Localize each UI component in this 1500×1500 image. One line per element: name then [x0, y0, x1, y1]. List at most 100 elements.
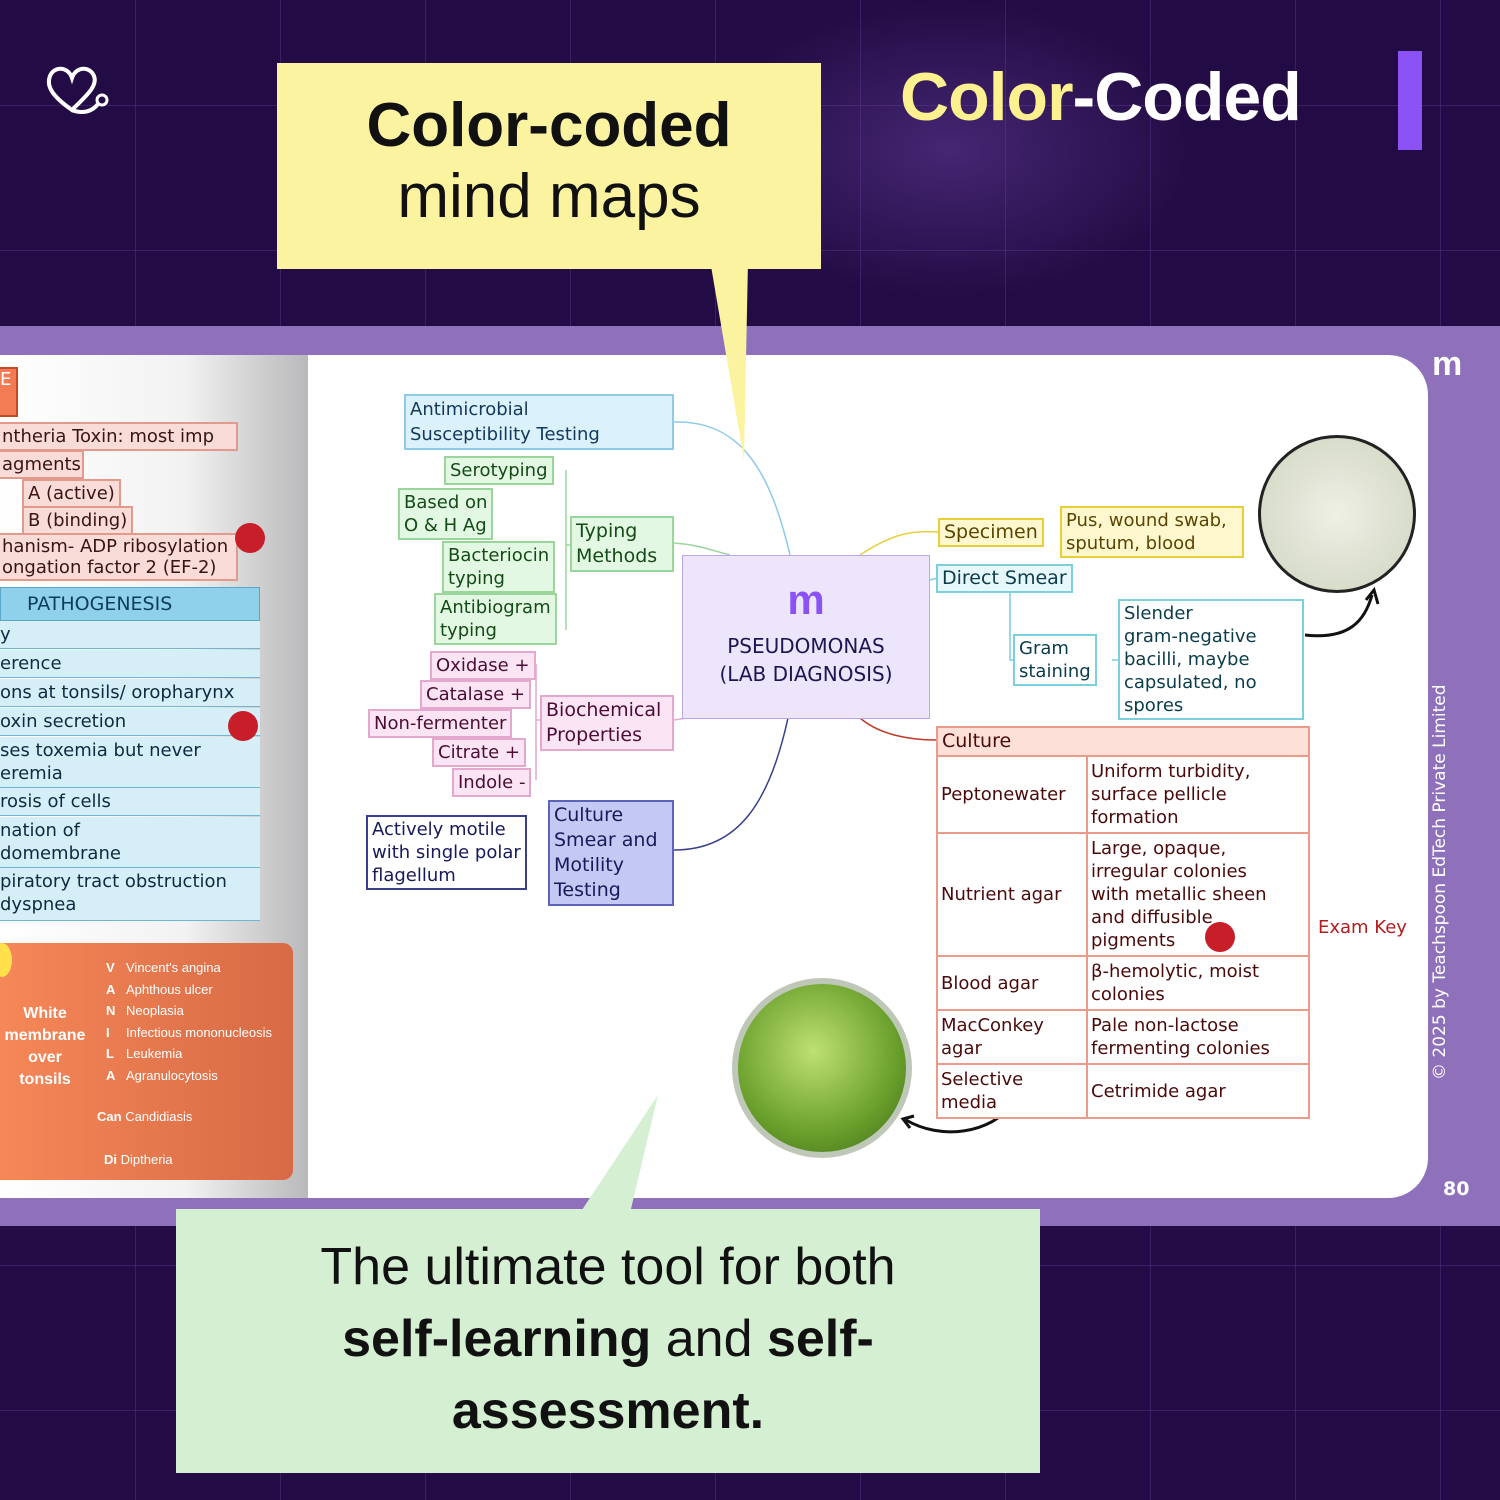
term: Candidiasis: [125, 1109, 193, 1124]
microscope-image-bacilli: [1258, 435, 1416, 593]
mnemonic-item: A Aphthous ulcer: [106, 979, 272, 1001]
heading-part2: -Coded: [1072, 59, 1302, 135]
row-line: dyspnea: [0, 894, 77, 915]
pushpin-icon: [235, 523, 265, 553]
mnemonic-can: Can Candidiasis: [97, 1109, 192, 1124]
bold-text: self-learning: [342, 1310, 652, 1368]
callout-bottom-line2: self-learning and self-: [176, 1303, 1040, 1375]
mnemonic-item: I Infectious mononucleosis: [106, 1022, 272, 1044]
node-motility: Culture Smear and Motility Testing: [548, 800, 674, 906]
callout-top-line1: Color-coded: [366, 91, 732, 160]
mnemonic-di: Di Diptheria: [104, 1152, 173, 1167]
typing-item: Bacteriocin typing: [442, 541, 556, 593]
biochem-item: Indole -: [452, 768, 532, 797]
callout-top-line2: mind maps: [397, 162, 701, 231]
medical-logo-icon: m: [787, 576, 825, 623]
node-biochem: Biochemical Properties: [540, 695, 674, 751]
culture-medium: MacConkey agar: [936, 1009, 1088, 1065]
culture-medium: Blood agar: [936, 955, 1088, 1011]
callout-top: Color-coded mind maps: [277, 63, 821, 269]
biochem-item: Catalase +: [420, 680, 531, 709]
typing-item: Serotyping: [444, 456, 554, 485]
toxin-item: ongation factor 2 (EF-2): [2, 557, 217, 578]
callout-bottom: The ultimate tool for both self-learning…: [176, 1209, 1040, 1473]
callout-top-pointer: [710, 260, 748, 460]
biochem-item: Non-fermenter: [368, 709, 513, 738]
motility-detail: Actively motile with single polar flagel…: [366, 815, 527, 890]
letter: A: [106, 1067, 116, 1083]
toxin-item: agments: [0, 450, 84, 479]
specimen-detail: Pus, wound swab, sputum, blood: [1060, 506, 1244, 558]
brand-logo-icon: m: [1432, 345, 1463, 383]
term: Infectious mononucleosis: [126, 1024, 272, 1040]
culture-medium: Peptonewater: [936, 755, 1088, 834]
callout-bottom-pointer: [580, 1095, 658, 1213]
copyright: © 2025 by Teachspoon EdTech Private Limi…: [1430, 684, 1450, 1080]
toxin-item: A (active): [22, 479, 121, 508]
culture-result: Uniform turbidity, surface pellicle form…: [1086, 755, 1310, 834]
left-page: E ntheria Toxin: most imp agments A (act…: [0, 355, 308, 1198]
label-line: over: [28, 1049, 62, 1066]
row-line: domembrane: [0, 843, 121, 864]
letter: Di: [104, 1152, 117, 1167]
culture-result: Cetrimide agar: [1086, 1063, 1310, 1119]
pathogenesis-row: erence: [0, 650, 260, 678]
mnemonic-item: N Neoplasia: [106, 1000, 272, 1022]
letter: I: [106, 1024, 110, 1040]
term: Leukemia: [126, 1046, 183, 1061]
exam-key-label: Exam Key: [1318, 917, 1407, 938]
row-line: piratory tract obstruction: [0, 871, 227, 892]
lightbulb-icon: [0, 943, 12, 977]
term: Aphthous ulcer: [126, 981, 213, 997]
label-line: tonsils: [19, 1071, 71, 1088]
letter: N: [106, 1003, 116, 1018]
pathogenesis-row: oxin secretion: [0, 708, 260, 736]
node-direct-smear: Direct Smear: [936, 564, 1073, 593]
biochem-item: Citrate +: [432, 738, 526, 767]
node-specimen: Specimen: [938, 518, 1044, 547]
culture-result: β-hemolytic, moist colonies: [1086, 955, 1310, 1011]
letter: L: [106, 1046, 114, 1061]
letter: A: [106, 981, 116, 997]
pushpin-icon: [228, 711, 258, 741]
label-line: membrane: [4, 1027, 86, 1044]
label-line: White: [23, 1005, 67, 1022]
pathogenesis-row: rosis of cells: [0, 788, 260, 816]
row-line: ses toxemia but never: [0, 740, 201, 761]
term: Diptheria: [120, 1152, 173, 1167]
culture-result: Large, opaque, irregular colonies with m…: [1086, 832, 1310, 957]
callout-bottom-line3: assessment.: [176, 1375, 1040, 1447]
letter: V: [106, 960, 115, 975]
culture-header: Culture: [936, 726, 1310, 757]
mnemonic-item: L Leukemia: [106, 1043, 272, 1065]
toxin-item: hanism- ADP ribosylation: [2, 536, 229, 557]
typing-item: Based on O & H Ag: [398, 488, 494, 540]
mnemonic-label: White membrane over tonsils: [0, 1003, 90, 1091]
central-node-label: PSEUDOMONAS (LAB DIAGNOSIS): [719, 634, 893, 686]
callout-bottom-line1: The ultimate tool for both: [320, 1238, 896, 1296]
biochem-item: Oxidase +: [430, 651, 536, 680]
toxin-item: ntheria Toxin: most imp: [0, 422, 238, 451]
smear-detail: Slender gram-negative bacilli, maybe cap…: [1118, 599, 1304, 720]
row-line: nation of: [0, 820, 80, 841]
accent-bar: [1398, 51, 1422, 150]
gram-staining: Gram staining: [1013, 634, 1097, 686]
petri-dish-image: [732, 978, 912, 1158]
pathogenesis-header: PATHOGENESIS: [0, 587, 260, 621]
letter: Can: [97, 1109, 122, 1124]
bold-text: assessment.: [451, 1382, 765, 1440]
toxin-item: B (binding): [22, 506, 134, 535]
term: Neoplasia: [126, 1003, 184, 1018]
page-heading: Color-Coded: [900, 58, 1302, 136]
